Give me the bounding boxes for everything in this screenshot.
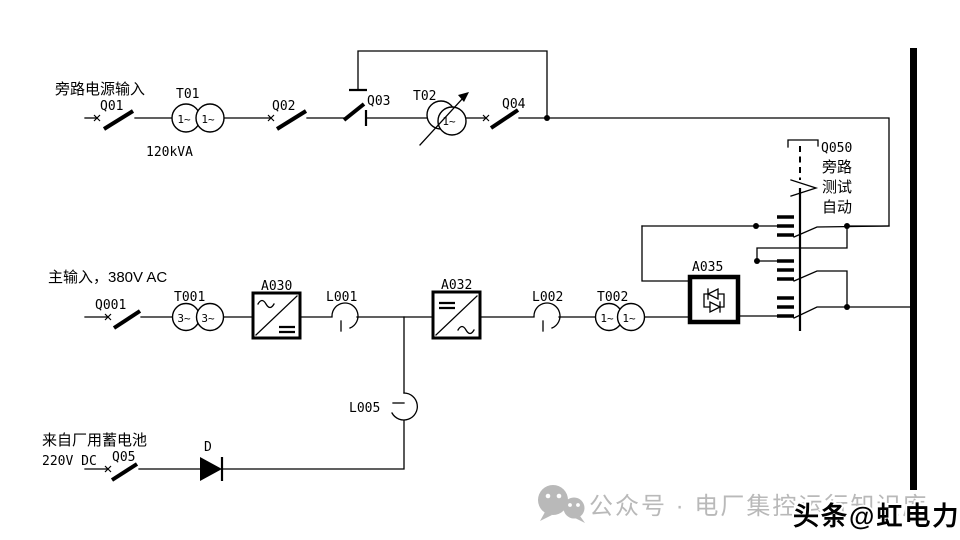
- bypass-row: 旁路电源输入 Q01 1~ 1~ T01 120kVA Q02: [55, 50, 890, 227]
- switch-q001: Q001: [95, 298, 142, 330]
- t002-winding-1: 1~: [600, 312, 614, 325]
- label-l001: L001: [326, 290, 357, 305]
- dc-equals-icon: [279, 325, 295, 334]
- label-t01-rating: 120kVA: [146, 145, 193, 160]
- thyristor-icon: [709, 300, 722, 314]
- dc-equals-icon: [439, 301, 455, 310]
- output-busbar: [910, 48, 917, 490]
- ac-sine-icon: [257, 299, 275, 309]
- wire: [221, 420, 405, 470]
- label-t02: T02: [413, 89, 436, 104]
- label-l005: L005: [349, 401, 380, 416]
- label-l002: L002: [532, 290, 563, 305]
- watermark: 公众号 · 电厂集控运行知识库 头条@虹电力: [538, 485, 960, 533]
- battery-row: 来自厂用蓄电池 220V DC Q05 D L005: [42, 392, 418, 482]
- breaker-l001: L001: [326, 290, 359, 332]
- label-q050-pos-auto: 自动: [822, 199, 852, 216]
- t02-winding: 1~: [442, 115, 456, 128]
- battery-input-label: 来自厂用蓄电池: [42, 432, 147, 449]
- rectifier-a030: A030: [251, 279, 302, 340]
- label-q02: Q02: [272, 99, 295, 114]
- variac-t02: 1~ T02: [413, 89, 469, 146]
- transformer-t01: 1~ 1~ T01 120kVA: [146, 87, 225, 160]
- bypass-input-label: 旁路电源输入: [55, 81, 145, 98]
- label-q050-pos-bypass: 旁路: [822, 159, 852, 176]
- switch-q04: Q04: [482, 97, 526, 130]
- label-q05: Q05: [112, 450, 135, 465]
- main-input-label: 主输入，380V AC: [48, 269, 167, 286]
- label-q050: Q050: [821, 141, 852, 156]
- breaker-l005: L005: [349, 392, 418, 421]
- wechat-icon: [538, 485, 585, 523]
- t001-winding-1: 3~: [177, 312, 191, 325]
- label-d: D: [204, 440, 212, 455]
- switch-q02: Q02: [267, 99, 308, 131]
- transformer-t002: 1~ 1~ T002: [594, 290, 646, 332]
- label-q01: Q01: [100, 99, 123, 114]
- label-t01: T01: [176, 87, 199, 102]
- inverter-a032: A032: [431, 278, 482, 340]
- toutiao-watermark-text: 头条@虹电力: [793, 501, 960, 531]
- selector-contact-group-2: [754, 258, 848, 308]
- static-switch-a035: A035: [687, 260, 741, 325]
- bypass-loop-wire: [357, 50, 548, 119]
- battery-voltage-label: 220V DC: [42, 454, 97, 469]
- label-q050-pos-test: 测试: [822, 179, 852, 196]
- breaker-l002: L002: [532, 290, 563, 332]
- selector-link-wire: [756, 225, 848, 262]
- label-a030: A030: [261, 279, 292, 294]
- selector-arrow-icon: [790, 179, 819, 197]
- switch-q05: Q05: [104, 450, 139, 482]
- static-switch-bypass-input-wire: [641, 225, 691, 282]
- label-a032: A032: [441, 278, 472, 293]
- selector-bracket: [787, 139, 819, 148]
- wechat-watermark-text: 公众号 · 电厂集控运行知识库: [589, 493, 928, 520]
- label-q001: Q001: [95, 298, 126, 313]
- t002-winding-2: 1~: [622, 312, 636, 325]
- t01-winding-2: 1~: [201, 113, 215, 126]
- switch-q03: Q03: [342, 88, 390, 126]
- label-a035: A035: [692, 260, 723, 275]
- label-t001: T001: [174, 290, 205, 305]
- transformer-t001: 3~ 3~ T001: [171, 290, 225, 332]
- t01-winding-1: 1~: [177, 113, 191, 126]
- ac-sine-icon: [457, 325, 475, 335]
- main-row: 主输入，380V AC Q001 3~ 3~ T001 A0: [48, 260, 741, 394]
- switch-q01: Q01: [93, 99, 135, 131]
- diode-d: D: [200, 440, 224, 481]
- selector-q050: Q050 旁路 测试 自动: [641, 139, 912, 331]
- t001-winding-2: 3~: [201, 312, 215, 325]
- selector-contact-group-3: [737, 296, 912, 319]
- variac-arrow-icon: [458, 92, 469, 102]
- thyristor-icon: [706, 287, 719, 301]
- label-q04: Q04: [502, 97, 526, 112]
- label-t002: T002: [597, 290, 628, 305]
- selector-contact-group-1: [641, 215, 890, 238]
- label-q03: Q03: [367, 94, 390, 109]
